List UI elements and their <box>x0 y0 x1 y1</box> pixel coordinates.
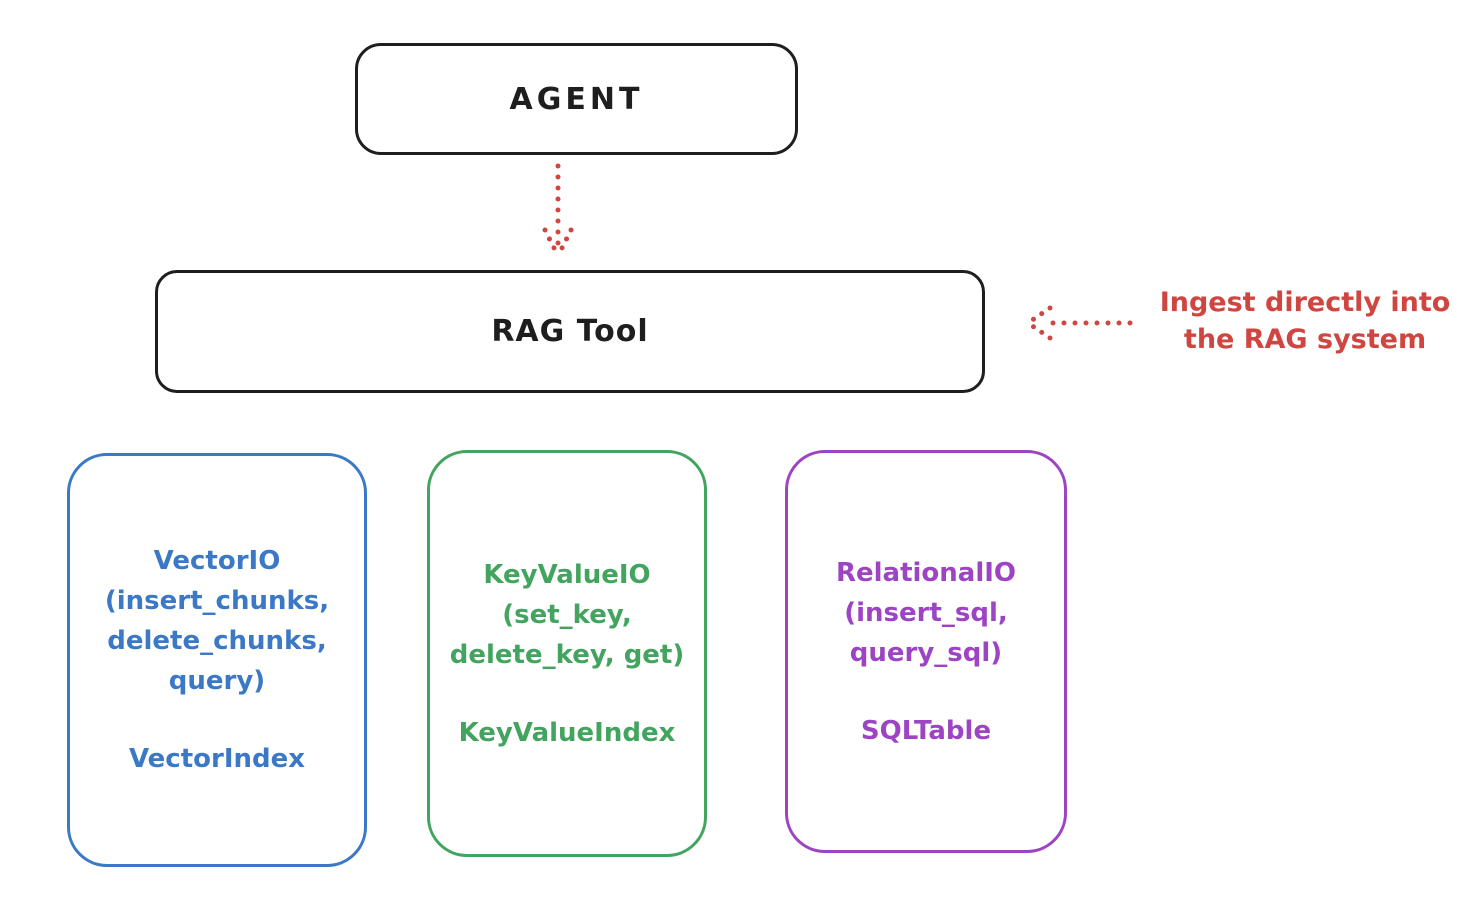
vectorio-index-label: VectorIndex <box>128 744 306 774</box>
vectorio-methods-line2: delete_chunks, <box>107 626 327 656</box>
relationalio-title: RelationalIO <box>835 557 1017 588</box>
keyvalueio-text: KeyValueIO (set_key, delete_key, get) Ke… <box>430 555 704 753</box>
relationalio-node: RelationalIO (insert_sql, query_sql) SQL… <box>785 450 1067 853</box>
vectorio-title: VectorIO <box>153 546 281 576</box>
relationalio-methods-line1: (insert_sql, <box>844 597 1008 628</box>
keyvalueio-methods-line1: (set_key, <box>502 599 632 630</box>
keyvalueio-node: KeyValueIO (set_key, delete_key, get) Ke… <box>427 450 707 857</box>
keyvalueio-title: KeyValueIO <box>483 559 651 590</box>
agent-label: AGENT <box>509 81 644 117</box>
keyvalueio-index-label: KeyValueIndex <box>458 717 676 748</box>
vectorio-node: VectorIO (insert_chunks, delete_chunks, … <box>67 453 367 867</box>
ingest-annotation: Ingest directly into the RAG system <box>1140 284 1470 358</box>
ingest-annotation-line2: the RAG system <box>1183 324 1427 355</box>
rag-tool-label: RAG Tool <box>491 314 649 349</box>
vectorio-methods-line1: (insert_chunks, <box>104 586 330 616</box>
dotted-arrow-down-icon <box>542 163 574 259</box>
relationalio-text: RelationalIO (insert_sql, query_sql) SQL… <box>788 553 1064 751</box>
rag-tool-node: RAG Tool <box>155 270 985 393</box>
keyvalueio-methods-line2: delete_key, get) <box>449 639 685 670</box>
relationalio-methods-line2: query_sql) <box>849 637 1003 668</box>
vectorio-methods-line3: query) <box>168 666 266 696</box>
vectorio-text: VectorIO (insert_chunks, delete_chunks, … <box>70 541 364 779</box>
ingest-annotation-line1: Ingest directly into <box>1159 287 1451 318</box>
relationalio-index-label: SQLTable <box>860 715 992 746</box>
dotted-arrow-left-icon <box>1025 305 1133 341</box>
agent-node: AGENT <box>355 43 798 155</box>
